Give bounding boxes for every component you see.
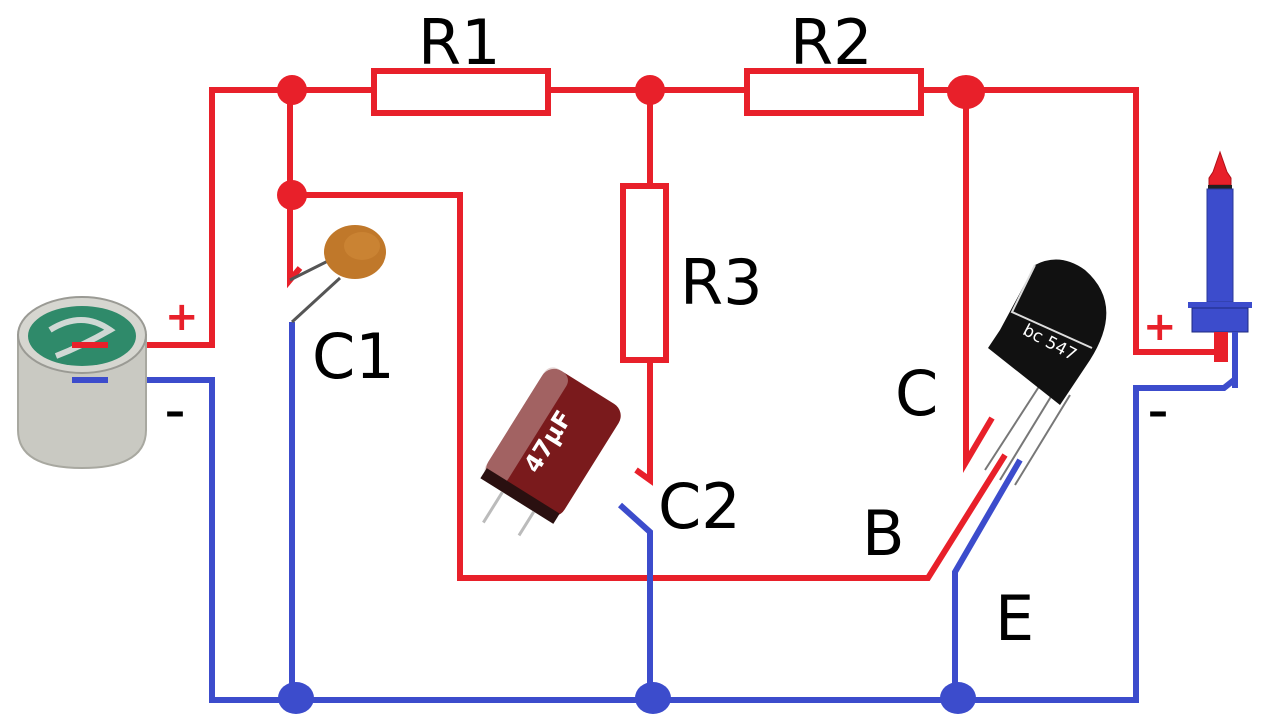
ground-junctions — [278, 682, 976, 714]
wire-collector — [963, 90, 995, 473]
junction-dot — [940, 682, 976, 714]
electret-microphone — [17, 296, 147, 470]
resistor-r3 — [620, 183, 669, 363]
label-c1: C1 — [312, 320, 395, 393]
junction-dot — [635, 682, 671, 714]
junction-dot — [635, 75, 665, 105]
wire-base — [290, 192, 1008, 581]
label-r2: R2 — [790, 6, 873, 79]
junction-dot — [277, 75, 307, 105]
positive-junctions — [277, 75, 985, 210]
junction-dot — [947, 75, 985, 109]
jack-minus-sign: – — [1148, 389, 1168, 435]
wire-emitter — [952, 458, 1023, 700]
label-r1: R1 — [418, 6, 501, 79]
junction-dot — [278, 682, 314, 714]
resistor-r1 — [371, 68, 551, 116]
wire-r3-bottom — [634, 360, 653, 486]
resistor-r2 — [744, 68, 924, 116]
mic-plus-sign: + — [165, 294, 199, 340]
wire-c2-ground — [617, 502, 653, 700]
wire-r2-output — [922, 87, 1222, 355]
ground-wires — [72, 322, 1236, 703]
label-r3: R3 — [680, 246, 763, 319]
jack-plus-sign: + — [1143, 304, 1177, 350]
electrolytic-capacitor-c2: 47µF — [480, 367, 621, 537]
label-collector: C — [895, 357, 938, 430]
output-jack — [1188, 150, 1252, 388]
junction-dot — [277, 180, 307, 210]
label-base: B — [862, 497, 905, 570]
label-c2: C2 — [658, 470, 741, 543]
wire-mic-minus — [72, 377, 1236, 703]
transistor-bc547: bc 547 — [984, 259, 1107, 486]
ceramic-capacitor-c1 — [289, 225, 386, 324]
mic-minus-sign: – — [165, 389, 185, 435]
label-emitter: E — [995, 582, 1034, 655]
